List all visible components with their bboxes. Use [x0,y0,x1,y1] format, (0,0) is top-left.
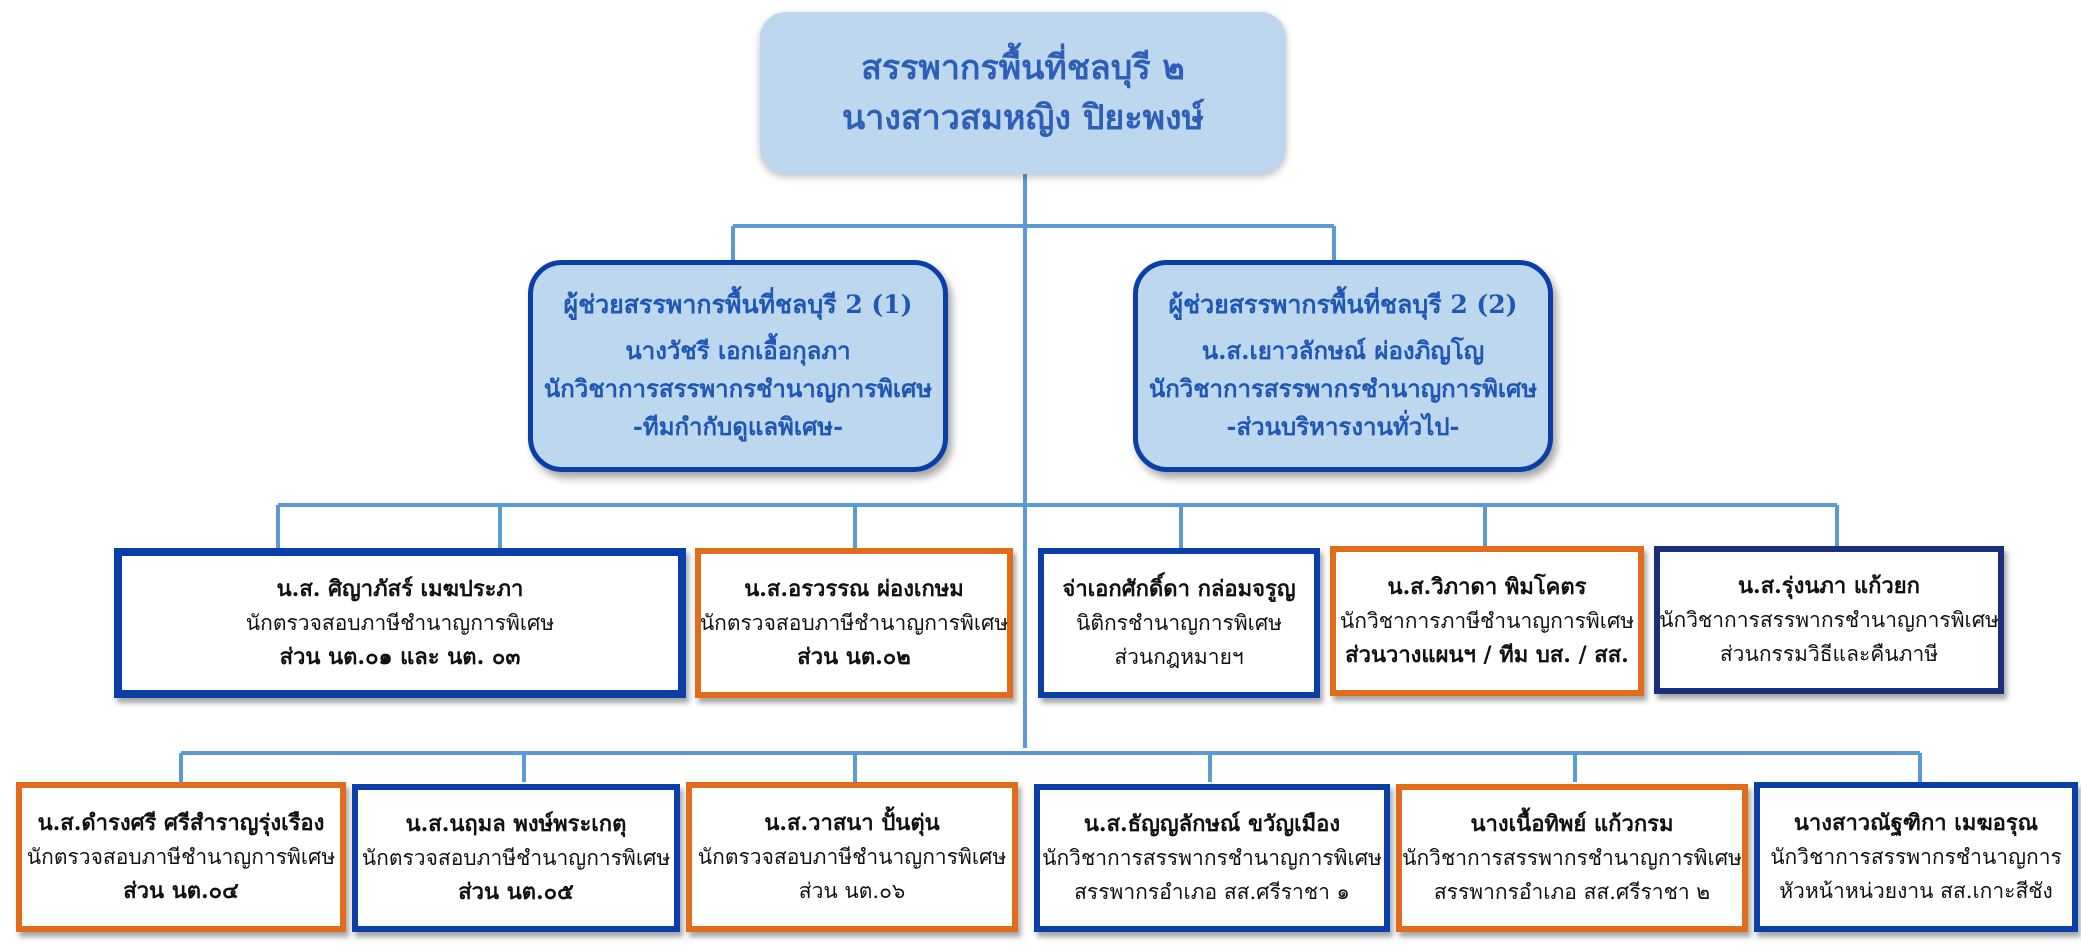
staff-name: น.ส. ศิญาภัสร์ เมฆประภา [276,576,524,602]
staff-unit: ส่วน นต.๐๖ [798,879,906,903]
staff-card-row1-4: น.ส.วิภาดา พิมโคตร นักวิชาการภาษีชำนาญกา… [1330,546,1644,696]
assistant-title: ผู้ช่วยสรรพากรพื้นที่ชลบุรี 2 (2) [1168,290,1518,319]
staff-position: นักตรวจสอบภาษีชำนาญการพิเศษ [697,845,1007,869]
staff-card-row1-2: น.ส.อรวรรณ ผ่องเกษม นักตรวจสอบภาษีชำนาญก… [695,548,1013,698]
staff-card-row1-1: น.ส. ศิญาภัสร์ เมฆประภา นักตรวจสอบภาษีชำ… [114,548,686,698]
staff-position: นักตรวจสอบภาษีชำนาญการพิเศษ [699,611,1009,635]
staff-card-row2-6: นางสาวณัฐฑิกา เมฆอรุณ นักวิชาการสรรพากรช… [1754,782,2078,932]
staff-position: นิติกรชำนาญการพิเศษ [1075,611,1283,635]
staff-name: น.ส.อรวรรณ ผ่องเกษม [744,576,964,602]
assistant-unit: -ทีมกำกับดูแลพิเศษ- [632,412,844,441]
staff-unit: ส่วน นต.๐๒ [797,644,911,670]
staff-name: น.ส.วิภาดา พิมโคตร [1387,574,1587,600]
staff-unit: ส่วนกฎหมายฯ [1114,645,1244,669]
staff-unit: ส่วน นต.๐๑ และ นต. ๐๓ [279,644,521,670]
staff-card-row2-3: น.ส.วาสนา ปั้นตุ่น นักตรวจสอบภาษีชำนาญกา… [686,782,1018,932]
staff-name: น.ส.ดำรงศรี ศรีสำราญรุ่งเรือง [37,810,325,836]
staff-unit: สรรพากรอำเภอ สส.ศรีราชา ๑ [1074,880,1350,904]
assistant-name: น.ส.เยาวลักษณ์ ผ่องภิญโญ [1201,336,1485,365]
assistant-unit: -ส่วนบริหารงานทั่วไป- [1226,412,1460,441]
staff-position: นักวิชาการสรรพากรชำนาญการพิเศษ [1659,608,1999,632]
staff-position: นักวิชาการสรรพากรชำนาญการพิเศษ [1402,846,1742,870]
staff-unit: หัวหน้าหน่วยงาน สส.เกาะสีชัง [1779,879,2053,903]
assistant-box-1: ผู้ช่วยสรรพากรพื้นที่ชลบุรี 2 (1) นางวัช… [528,260,948,472]
staff-card-row2-1: น.ส.ดำรงศรี ศรีสำราญรุ่งเรือง นักตรวจสอบ… [16,782,346,932]
staff-position: นักวิชาการภาษีชำนาญการพิเศษ [1339,609,1635,633]
staff-unit: ส่วนกรรมวิธีและคืนภาษี [1719,642,1939,666]
staff-name: น.ส.ธัญญลักษณ์ ขวัญเมือง [1083,811,1341,837]
staff-name: นางเนื้อทิพย์ แก้วกรม [1470,811,1674,837]
staff-name: นางสาวณัฐฑิกา เมฆอรุณ [1793,810,2039,836]
staff-name: จ่าเอกศักดิ์ดา กล่อมจรูญ [1062,576,1296,602]
staff-position: นักวิชาการสรรพากรชำนาญการพิเศษ [1042,846,1382,870]
head-box: สรรพากรพื้นที่ชลบุรี ๒ นางสาวสมหญิง ปิยะ… [760,12,1286,174]
staff-position: นักตรวจสอบภาษีชำนาญการพิเศษ [26,845,336,869]
staff-card-row2-2: น.ส.นฤมล พงษ์พระเกตุ นักตรวจสอบภาษีชำนาญ… [352,784,680,932]
staff-card-row2-5: นางเนื้อทิพย์ แก้วกรม นักวิชาการสรรพากรช… [1396,784,1748,932]
staff-unit: ส่วน นต.๐๔ [123,878,239,904]
staff-position: นักวิชาการสรรพากรชำนาญการ [1770,845,2062,869]
assistant-box-2: ผู้ช่วยสรรพากรพื้นที่ชลบุรี 2 (2) น.ส.เย… [1133,260,1553,472]
staff-unit: ส่วนวางแผนฯ / ทีม บส. / สส. [1345,642,1629,668]
staff-unit: ส่วน นต.๐๕ [458,879,574,905]
staff-position: นักตรวจสอบภาษีชำนาญการพิเศษ [245,611,555,635]
staff-unit: สรรพากรอำเภอ สส.ศรีราชา ๒ [1433,880,1711,904]
head-title: สรรพากรพื้นที่ชลบุรี ๒ [861,48,1185,88]
head-name: นางสาวสมหญิง ปิยะพงษ์ [841,98,1205,138]
staff-name: น.ส.รุ่งนภา แก้วยก [1738,573,1920,599]
staff-card-row2-4: น.ส.ธัญญลักษณ์ ขวัญเมือง นักวิชาการสรรพา… [1034,784,1390,932]
staff-name: น.ส.วาสนา ปั้นตุ่น [764,810,940,836]
assistant-position: นักวิชาการสรรพากรชำนาญการพิเศษ [1148,374,1538,403]
staff-card-row1-5: น.ส.รุ่งนภา แก้วยก นักวิชาการสรรพากรชำนา… [1654,546,2004,694]
staff-name: น.ส.นฤมล พงษ์พระเกตุ [405,811,627,837]
staff-card-row1-3: จ่าเอกศักดิ์ดา กล่อมจรูญ นิติกรชำนาญการพ… [1038,548,1320,698]
staff-position: นักตรวจสอบภาษีชำนาญการพิเศษ [361,846,671,870]
assistant-name: นางวัชรี เอกเอื้อกุลภา [625,336,851,365]
assistant-position: นักวิชาการสรรพากรชำนาญการพิเศษ [543,374,933,403]
assistant-title: ผู้ช่วยสรรพากรพื้นที่ชลบุรี 2 (1) [563,290,913,319]
